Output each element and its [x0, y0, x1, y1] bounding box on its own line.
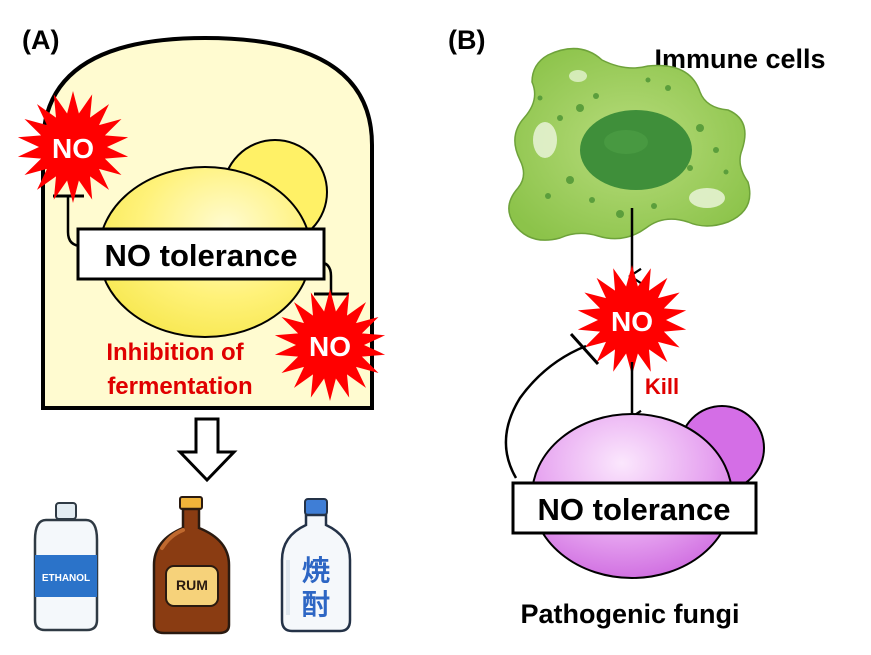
- immune-cells-label: Immune cells: [654, 44, 825, 74]
- no-tolerance-label-b: NO tolerance: [538, 492, 731, 527]
- no-label-right: NO: [309, 331, 351, 362]
- panel-a-label: (A): [22, 25, 59, 55]
- inhibition-bar-icon: [504, 332, 600, 479]
- ethanol-bottle: ETHANOL: [33, 502, 99, 632]
- shochu-char-2: 酎: [302, 589, 330, 620]
- no-label-b: NO: [611, 306, 653, 337]
- immune-cell: [508, 47, 751, 241]
- no-starburst-right: NO: [274, 289, 386, 401]
- kill-label: Kill: [645, 374, 679, 399]
- no-tolerance-box-a: [76, 227, 326, 281]
- pathogenic-fungi-label: Pathogenic fungi: [521, 599, 740, 629]
- no-tolerance-box-b: [511, 481, 758, 535]
- inhibition-line2: fermentation: [107, 373, 252, 400]
- no-label-top: NO: [52, 133, 94, 164]
- shochu-bottle: 焼 酎: [280, 498, 352, 633]
- rum-bottle: RUM: [152, 496, 231, 635]
- no-starburst-b: NO: [577, 265, 687, 375]
- hollow-arrow-down-icon: [176, 417, 238, 483]
- panel-b-label: (B): [448, 25, 485, 55]
- ethanol-label: ETHANOL: [42, 573, 90, 584]
- shochu-char-1: 焼: [302, 555, 330, 586]
- no-starburst-top: NO: [17, 91, 129, 203]
- rum-label: RUM: [176, 577, 208, 593]
- no-tolerance-label-a: NO tolerance: [105, 238, 298, 273]
- inhibition-line1: Inhibition of: [106, 339, 244, 366]
